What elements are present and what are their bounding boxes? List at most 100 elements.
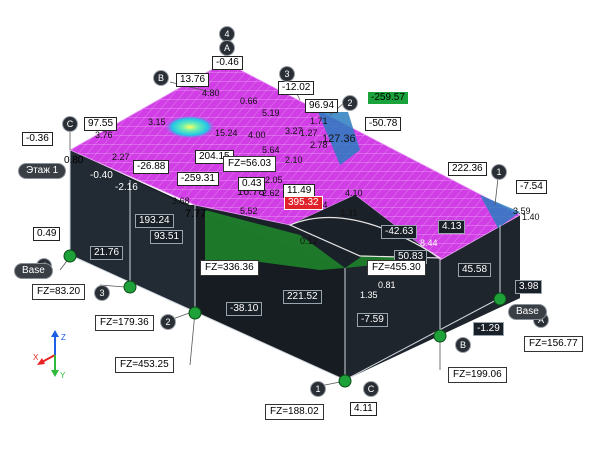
gizmo-y-label: Y — [60, 371, 66, 380]
grid-axis-marker[interactable]: 1 — [491, 164, 507, 180]
value-label: 0.43 — [238, 177, 266, 191]
foundation-front-left-face — [70, 150, 195, 312]
slab-value: 2.05 — [265, 175, 283, 185]
slab-value: 3.76 — [95, 130, 113, 140]
grid-axis-marker[interactable]: 3 — [94, 285, 110, 301]
opening-rim — [288, 216, 443, 259]
slab-stress-hotspot — [164, 115, 216, 139]
value-label-highlight: -259.57 — [367, 91, 409, 105]
slab-value: 15.24 — [215, 128, 238, 138]
gizmo-x-label: X — [33, 353, 39, 362]
reaction-label: FZ=83.20 — [32, 284, 86, 300]
grid-axis-marker[interactable]: 1 — [310, 381, 326, 397]
slab-value: 0.12 — [300, 236, 318, 246]
slab-value: 0.66 — [240, 96, 258, 106]
slab-value: 4.10 — [345, 188, 363, 198]
value-label: -0.46 — [212, 56, 243, 70]
value-label: 221.52 — [283, 290, 322, 304]
value-label: -26.88 — [133, 160, 170, 174]
support-node-c1[interactable] — [338, 374, 352, 388]
grid-axis-marker[interactable]: 3 — [279, 66, 295, 82]
slab-value: -0.40 — [90, 170, 113, 181]
axis-gizmo: Z X Y — [33, 330, 66, 380]
slab-value: 1.35 — [360, 290, 378, 300]
slab-value: 5.19 — [262, 108, 280, 118]
slab-value: 3.27 — [285, 126, 303, 136]
slab-value: 4.80 — [202, 88, 220, 98]
slab-opening — [290, 195, 440, 260]
support-node-a4[interactable] — [63, 249, 77, 263]
grid-axis-marker[interactable]: 2 — [342, 95, 358, 111]
slab-value: 2.78 — [310, 140, 328, 150]
value-label: 3.98 — [515, 280, 543, 294]
grid-axis-marker[interactable]: B — [153, 70, 169, 86]
support-node-a3[interactable] — [123, 280, 137, 294]
level-tag-base[interactable]: Base — [508, 304, 547, 320]
slab-value: 5.64 — [262, 145, 280, 155]
reaction-label: FZ=188.02 — [265, 404, 324, 420]
grid-axis-marker[interactable]: B — [455, 337, 471, 353]
slab-value: 8.44 — [420, 238, 438, 248]
reaction-label: FZ=179.36 — [95, 315, 154, 331]
grid-axis-marker[interactable]: 2 — [160, 314, 176, 330]
support-node-a[interactable] — [493, 292, 507, 306]
column-lines — [69, 150, 501, 381]
reaction-label: FZ=156.77 — [524, 336, 583, 352]
grid-axis-marker[interactable]: C — [62, 116, 78, 132]
slab-value: 7.77 — [185, 208, 207, 220]
slab-value: 1.40 — [522, 212, 540, 222]
value-label: -12.02 — [278, 81, 315, 95]
slab-value: 4.00 — [248, 130, 266, 140]
reaction-label: FZ=336.36 — [200, 260, 259, 276]
value-label: -0.36 — [22, 132, 53, 146]
reaction-label: FZ=56.03 — [223, 156, 277, 172]
slab-value: 3.15 — [148, 117, 166, 127]
value-label: 93.51 — [150, 230, 184, 244]
value-label: 97.55 — [84, 117, 118, 131]
value-label: -259.31 — [177, 172, 219, 186]
slab-value: 2.27 — [112, 152, 130, 162]
value-label-max: 395.32 — [284, 196, 323, 210]
grid-axis-marker[interactable]: C — [363, 381, 379, 397]
slab-value: 3.31 — [340, 208, 358, 218]
value-label: 13.76 — [176, 73, 210, 87]
support-node-b[interactable] — [433, 329, 447, 343]
level-tag-floor[interactable]: Этаж 1 — [18, 163, 67, 179]
slab-value: 3.59 — [513, 206, 531, 216]
slab-value: 2.62 — [262, 188, 280, 198]
value-label: 4.11 — [350, 402, 377, 416]
value-label: 21.76 — [90, 246, 124, 260]
grid-axis-marker[interactable]: A — [219, 40, 235, 56]
slab-value: 1.71 — [310, 116, 328, 126]
slab-value: 0.80 — [64, 155, 84, 166]
gizmo-z-label: Z — [61, 333, 66, 342]
value-label: -42.63 — [381, 225, 418, 239]
slab-value: 2.10 — [285, 155, 303, 165]
value-label: -1.29 — [473, 322, 504, 336]
slab-value: 1.27 — [300, 128, 318, 138]
value-label: 4.13 — [438, 220, 466, 234]
value-label: 45.58 — [458, 263, 492, 277]
value-label: 0.49 — [33, 227, 61, 241]
level-tag-base[interactable]: Base — [14, 263, 53, 279]
reaction-label: FZ=455.30 — [367, 260, 426, 276]
value-label: 193.24 — [135, 214, 174, 228]
slab-value: 5.52 — [240, 206, 258, 216]
value-label: -50.78 — [365, 117, 402, 131]
blue-force-diagram-right — [480, 195, 520, 228]
blue-force-diagram — [318, 112, 360, 165]
slab-value: 3.68 — [172, 196, 190, 206]
value-label: -7.59 — [357, 313, 388, 327]
support-node-a2[interactable] — [188, 306, 202, 320]
wall-diagram-center — [205, 210, 345, 270]
slab-value: 127.36 — [322, 133, 356, 145]
reaction-label: FZ=453.25 — [115, 357, 174, 373]
value-label: -38.10 — [226, 302, 263, 316]
value-label: 222.36 — [448, 162, 487, 176]
slab-value: 0.81 — [378, 280, 396, 290]
value-label: 96.94 — [305, 99, 339, 113]
value-label: -7.54 — [516, 180, 547, 194]
support-nodes — [63, 249, 507, 388]
